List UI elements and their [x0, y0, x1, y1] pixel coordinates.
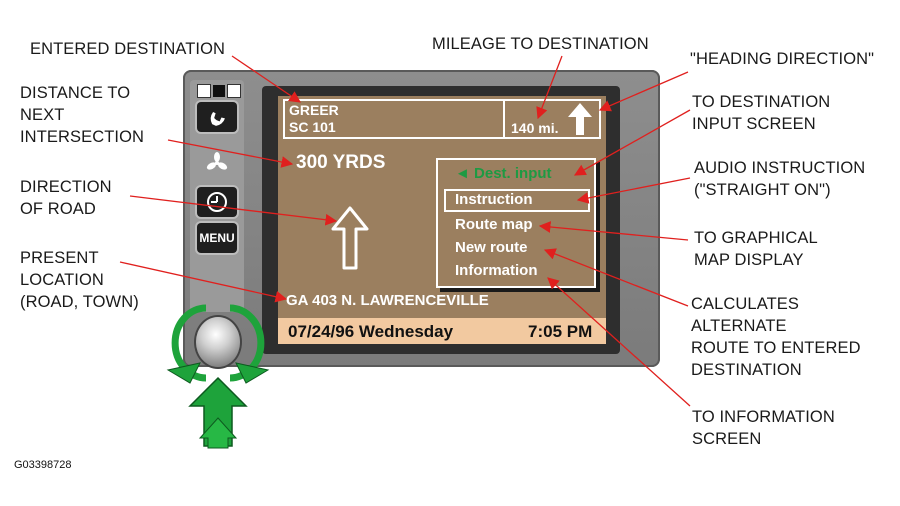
status-time: 7:05 PM	[528, 322, 593, 341]
label-calculates-alternate-route: CALCULATES ALTERNATE ROUTE TO ENTERED DE…	[691, 295, 861, 379]
leader-new-route	[543, 248, 689, 307]
leader-information	[547, 277, 691, 407]
header-divider	[503, 99, 505, 139]
figure-code: G03398728	[14, 459, 72, 471]
label-mileage-to-destination: MILEAGE TO DESTINATION	[432, 35, 649, 53]
leader-heading-direction	[598, 71, 689, 112]
leader-entered-destination	[231, 55, 301, 103]
label-entered-destination: ENTERED DESTINATION	[30, 40, 226, 58]
leader-route-map	[538, 221, 689, 241]
menu-panel	[436, 158, 596, 288]
mileage-readout: 140 mi.	[511, 120, 559, 136]
status-bar	[278, 318, 606, 344]
label-to-information-screen: TO INFORMATION SCREEN	[692, 408, 835, 448]
menu-information[interactable]: Information	[455, 262, 538, 279]
road-direction-arrow-icon	[331, 206, 369, 270]
menu-route-map[interactable]: Route map	[455, 216, 533, 233]
indicator-square-black	[213, 85, 225, 97]
leader-present-location	[119, 261, 288, 303]
leader-audio-instruction	[576, 177, 691, 204]
label-to-destination-input-screen: TO DESTINATION INPUT SCREEN	[692, 93, 831, 133]
rotary-knob[interactable]	[196, 317, 240, 367]
knob-rotation-arrows-icon	[166, 304, 270, 384]
destination-name: GREER	[289, 102, 339, 118]
clock-icon	[207, 192, 227, 212]
menu-dest-input[interactable]: ◄ Dest. input	[455, 165, 552, 182]
destination-road: SC 101	[289, 119, 336, 135]
label-direction-of-road: DIRECTION OF ROAD	[20, 178, 112, 218]
leader-distance	[167, 139, 294, 168]
leader-dest-input	[573, 109, 691, 176]
label-heading-direction: "HEADING DIRECTION"	[690, 50, 875, 68]
menu-instruction[interactable]: Instruction	[455, 191, 533, 208]
fan-icon[interactable]	[205, 151, 229, 175]
destination-header-box	[283, 99, 601, 139]
distance-readout: 300 YRDS	[296, 152, 386, 173]
clock-button[interactable]	[197, 187, 237, 217]
label-to-graphical-map-display: TO GRAPHICAL MAP DISPLAY	[694, 229, 818, 269]
label-distance-to-next-intersection: DISTANCE TO NEXT INTERSECTION	[20, 84, 145, 146]
menu-new-route[interactable]: New route	[455, 239, 528, 256]
phone-icon	[210, 112, 225, 126]
label-audio-instruction: AUDIO INSTRUCTION ("STRAIGHT ON")	[694, 159, 866, 199]
heading-arrow-icon	[568, 103, 592, 135]
menu-button[interactable]: MENU	[197, 223, 237, 253]
leader-mileage	[536, 55, 563, 120]
label-present-location: PRESENT LOCATION (ROAD, TOWN)	[20, 249, 139, 311]
leader-direction-of-road	[129, 195, 338, 226]
phone-button[interactable]	[197, 102, 237, 132]
menu-button-label: MENU	[199, 231, 235, 245]
present-location-readout: GA 403 N. LAWRENCEVILLE	[286, 292, 489, 309]
indicator-square-white	[198, 85, 210, 97]
status-date: 07/24/96 Wednesday	[288, 322, 454, 341]
indicator-square-white-2	[228, 85, 240, 97]
